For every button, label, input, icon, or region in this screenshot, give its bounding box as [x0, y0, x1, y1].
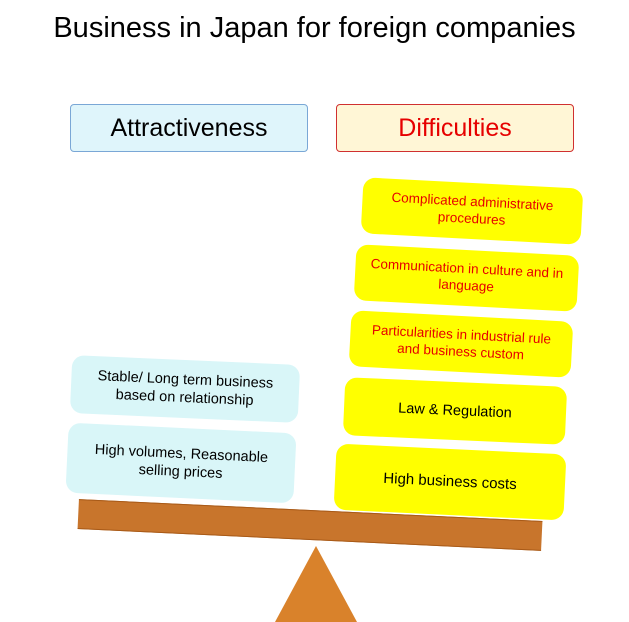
diagram-title: Business in Japan for foreign companies: [53, 12, 576, 44]
difficulty-card: Complicated administrative procedures: [360, 177, 584, 245]
attractiveness-card: Stable/ Long term business based on rela…: [69, 355, 301, 423]
difficulties-header: Difficulties: [336, 104, 574, 152]
difficulty-card: Particularities in industrial rule and b…: [348, 310, 574, 378]
attractiveness-card: High volumes, Reasonable selling prices: [65, 422, 297, 504]
difficulty-card: Law & Regulation: [342, 377, 568, 445]
difficulty-card: Communication in culture and in language: [353, 244, 580, 312]
difficulty-card: High business costs: [333, 443, 567, 521]
fulcrum-triangle: [275, 546, 357, 622]
attractiveness-header: Attractiveness: [70, 104, 308, 152]
